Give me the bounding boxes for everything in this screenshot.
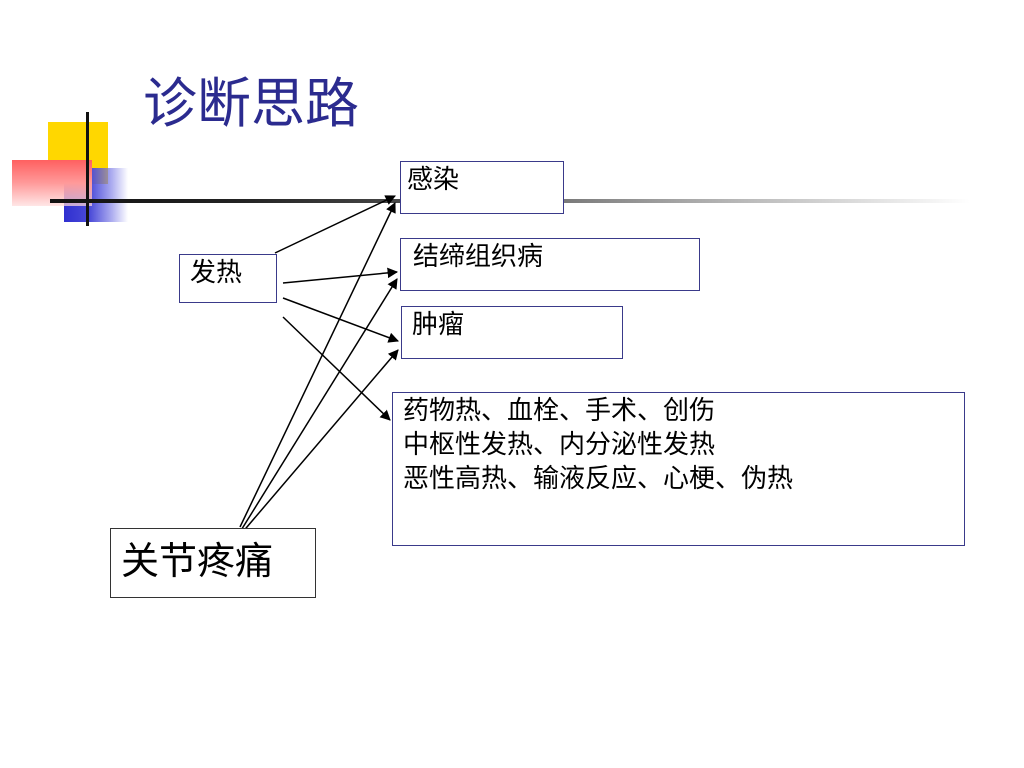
arrow-fever-other <box>282 316 391 421</box>
arrow-fever-connective <box>282 267 399 284</box>
arrow-fever-infection <box>274 195 396 254</box>
decor-red-square <box>12 160 92 206</box>
node-fever: 发热 <box>179 254 277 303</box>
arrow-joint-infection <box>239 202 396 528</box>
arrow-joint-tumor <box>240 349 399 535</box>
node-infection: 感染 <box>400 161 564 214</box>
node-connective-tissue: 结缔组织病 <box>400 238 700 291</box>
other-causes-line: 恶性高热、输液反应、心梗、伪热 <box>403 463 794 494</box>
arrow-fever-tumor <box>282 297 399 343</box>
decor-vertical-line <box>86 112 89 226</box>
node-joint-pain: 关节疼痛 <box>110 528 316 598</box>
arrow-joint-connective <box>239 278 398 533</box>
other-causes-line: 药物热、血栓、手术、创伤 <box>403 396 716 426</box>
node-tumor: 肿瘤 <box>401 306 623 359</box>
node-other-causes: 药物热、血栓、手术、创伤 中枢性发热、内分泌性发热 恶性高热、输液反应、心梗、伪… <box>392 392 965 546</box>
other-causes-line: 中枢性发热、内分泌性发热 <box>403 429 716 460</box>
page-title: 诊断思路 <box>143 72 359 135</box>
